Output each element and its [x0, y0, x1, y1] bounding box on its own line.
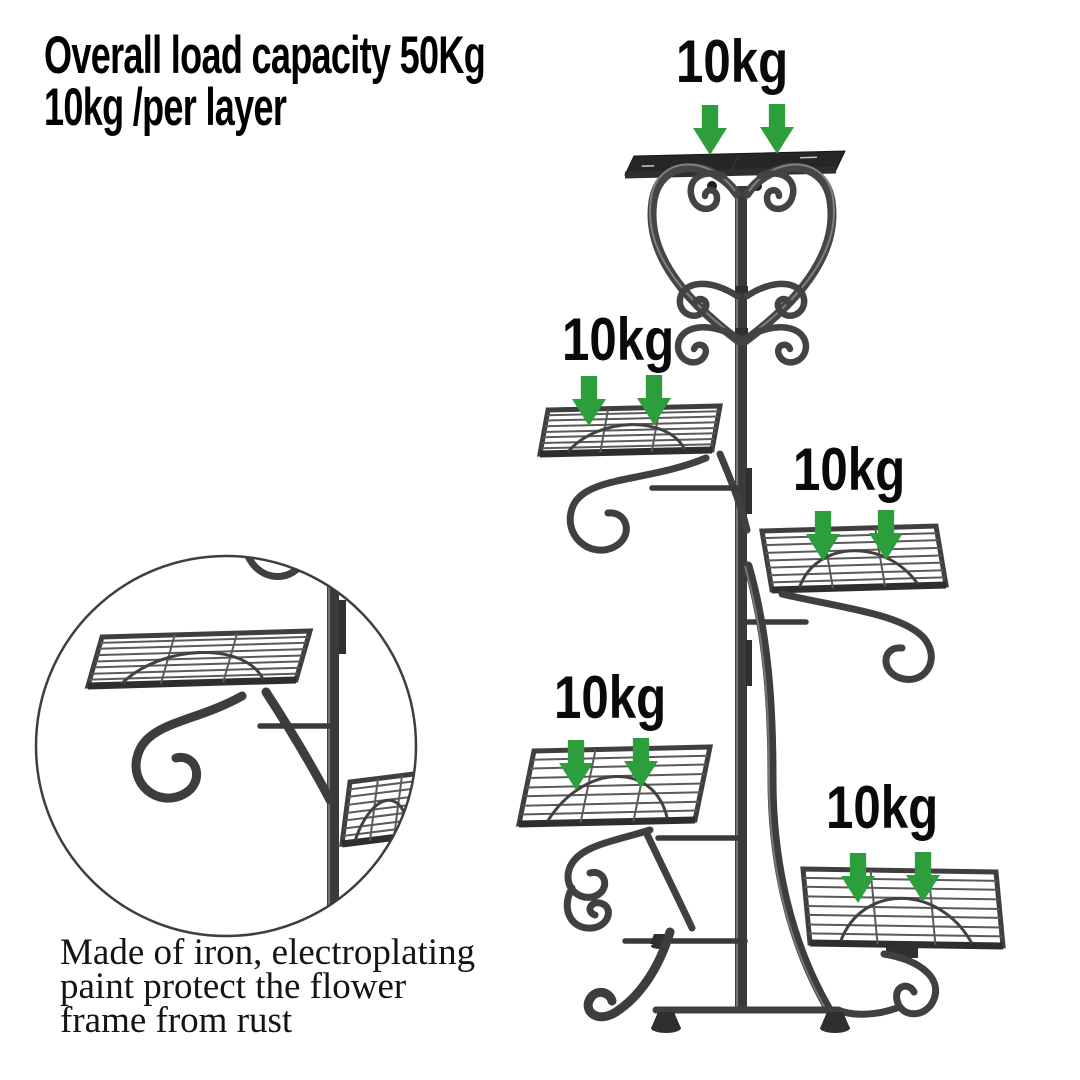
- base: [651, 1006, 850, 1033]
- headline-line2: 10kg /per layer: [44, 78, 287, 137]
- headline-line1: Overall load capacity 50Kg: [44, 26, 486, 85]
- tier-3-shelf: [748, 526, 946, 679]
- tier-4-load-label: 10kg: [554, 664, 667, 731]
- tier-5-shelf: [803, 869, 1003, 1014]
- material-description-line3: frame from rust: [60, 1000, 293, 1041]
- tier-2-load-label: 10kg: [562, 306, 675, 373]
- material-description-line1: Made of iron, electroplating: [60, 932, 476, 973]
- headline: Overall load capacity 50Kg 10kg /per lay…: [44, 26, 486, 137]
- right-branch: [743, 561, 833, 1013]
- tier-1-load-label: 10kg: [676, 28, 789, 95]
- material-description: Made of iron, electroplating paint prote…: [60, 932, 476, 1041]
- heart-scroll: [647, 163, 837, 366]
- tier-4-shelf: [519, 747, 745, 1017]
- center-pole: [735, 186, 752, 1008]
- tier-5-load-label: 10kg: [826, 774, 939, 841]
- material-description-line2: paint protect the flower: [60, 966, 407, 1007]
- tier-2-shelf: [540, 406, 747, 550]
- tier-3-load-label: 10kg: [793, 436, 906, 503]
- zoom-detail-circle: [34, 554, 418, 938]
